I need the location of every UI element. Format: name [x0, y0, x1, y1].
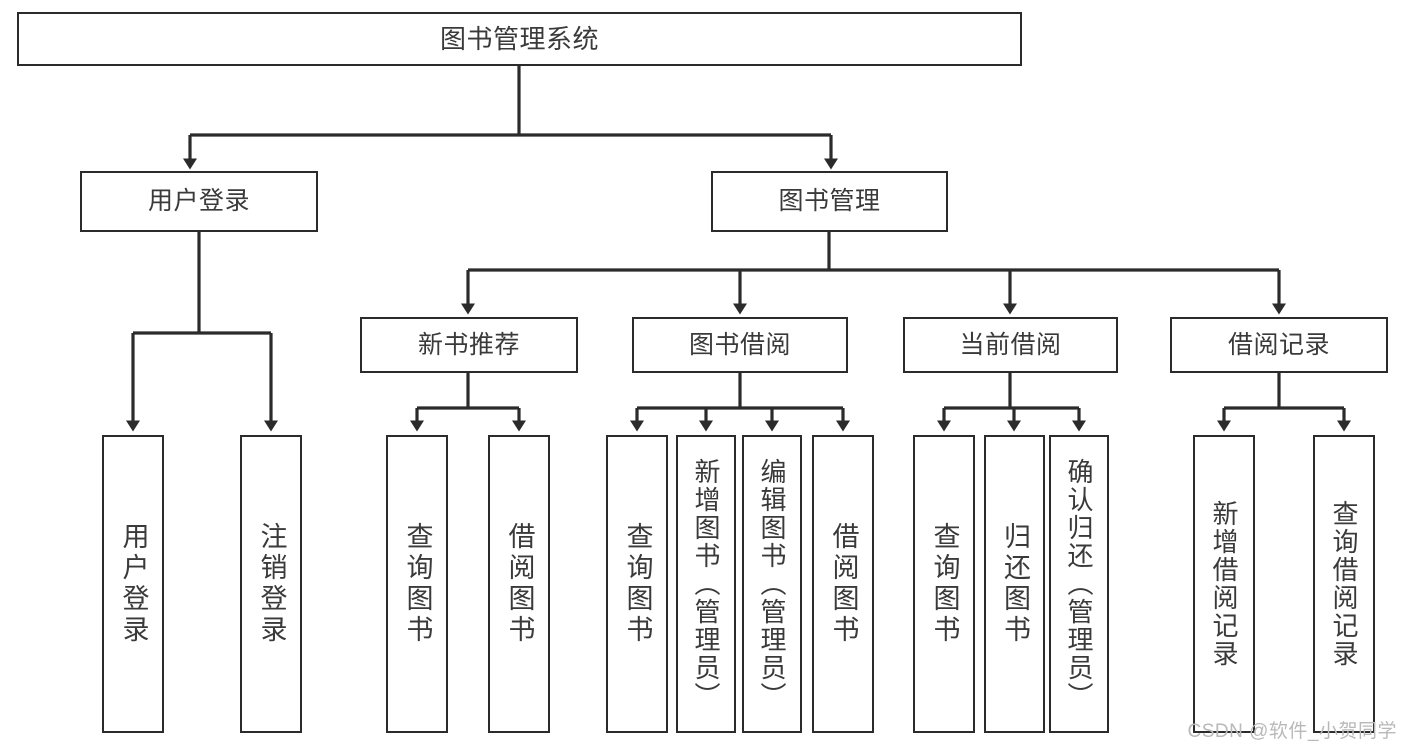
node-label: 查询图书: [929, 522, 960, 646]
node-leaf-confirm-return[interactable]: 确认归还（管理员）: [1049, 435, 1109, 733]
node-leaf-add-record[interactable]: 新增借阅记录: [1193, 435, 1255, 733]
node-label: 归还图书: [1000, 522, 1030, 646]
node-label: 当前借阅: [959, 330, 1062, 359]
node-label: 编辑图书（管理员）: [757, 458, 787, 710]
node-book-management[interactable]: 图书管理: [711, 171, 948, 232]
node-label: 借阅记录: [1227, 330, 1330, 359]
node-label: 用户登录: [118, 522, 149, 646]
node-leaf-borrow-book-2[interactable]: 借阅图书: [812, 435, 874, 733]
node-label: 用户登录: [147, 187, 250, 215]
node-label: 新增借阅记录: [1209, 500, 1239, 668]
node-leaf-return-book[interactable]: 归还图书: [984, 435, 1045, 733]
node-leaf-query-book-1[interactable]: 查询图书: [386, 435, 448, 733]
node-book-borrow[interactable]: 图书借阅: [632, 317, 848, 373]
node-leaf-query-record[interactable]: 查询借阅记录: [1313, 435, 1375, 733]
node-leaf-user-login[interactable]: 用户登录: [102, 435, 164, 733]
node-label: 图书管理: [778, 187, 881, 215]
node-user-login[interactable]: 用户登录: [80, 171, 318, 232]
node-leaf-logout-login[interactable]: 注销登录: [240, 435, 302, 733]
node-label: 图书管理系统: [439, 23, 599, 54]
node-leaf-query-book-3[interactable]: 查询图书: [913, 435, 975, 733]
node-label: 借阅图书: [504, 522, 535, 646]
node-label: 借阅图书: [828, 522, 859, 646]
node-label: 查询借阅记录: [1329, 500, 1359, 668]
node-root-system[interactable]: 图书管理系统: [17, 12, 1022, 66]
node-label: 查询图书: [402, 522, 433, 646]
node-leaf-query-book-2[interactable]: 查询图书: [606, 435, 668, 733]
node-leaf-add-book[interactable]: 新增图书（管理员）: [676, 435, 736, 733]
node-leaf-borrow-book-1[interactable]: 借阅图书: [488, 435, 550, 733]
node-borrow-record[interactable]: 借阅记录: [1170, 317, 1388, 373]
node-label: 新增图书（管理员）: [691, 458, 721, 710]
node-label: 确认归还（管理员）: [1064, 458, 1094, 710]
node-label: 注销登录: [256, 522, 287, 646]
node-new-book-recommend[interactable]: 新书推荐: [360, 317, 578, 373]
node-leaf-edit-book[interactable]: 编辑图书（管理员）: [742, 435, 802, 733]
node-label: 新书推荐: [417, 330, 520, 359]
watermark-credit: CSDN @软件_小贺同学: [1187, 721, 1397, 742]
node-label: 图书借阅: [688, 330, 791, 359]
node-current-borrow[interactable]: 当前借阅: [903, 317, 1118, 373]
node-label: 查询图书: [622, 522, 653, 646]
